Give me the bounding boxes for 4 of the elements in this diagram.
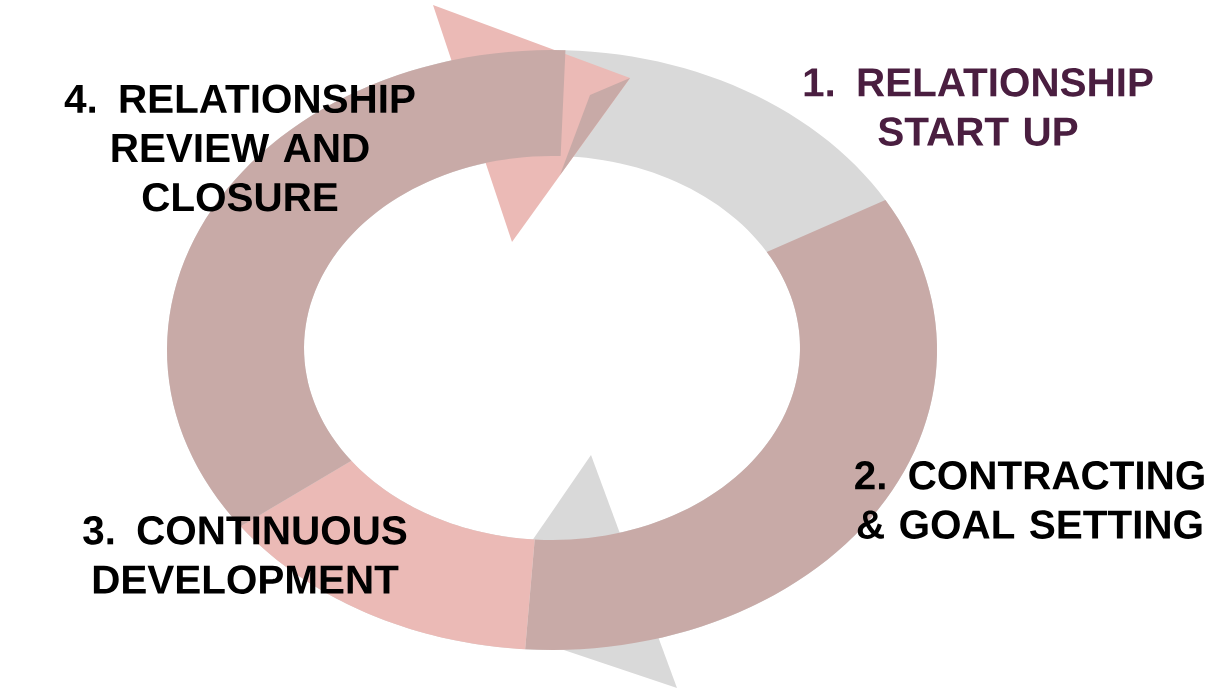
stage-label: 2. CONTRACTING & GOAL SETTING — [855, 461, 1204, 539]
stage-label: 3. CONTINUOUS DEVELOPMENT — [83, 516, 407, 594]
stage-label: 1. RELATIONSHIP START UP — [804, 68, 1153, 146]
stage-label: 4. RELATIONSHIP REVIEW AND CLOSURE — [64, 84, 415, 212]
